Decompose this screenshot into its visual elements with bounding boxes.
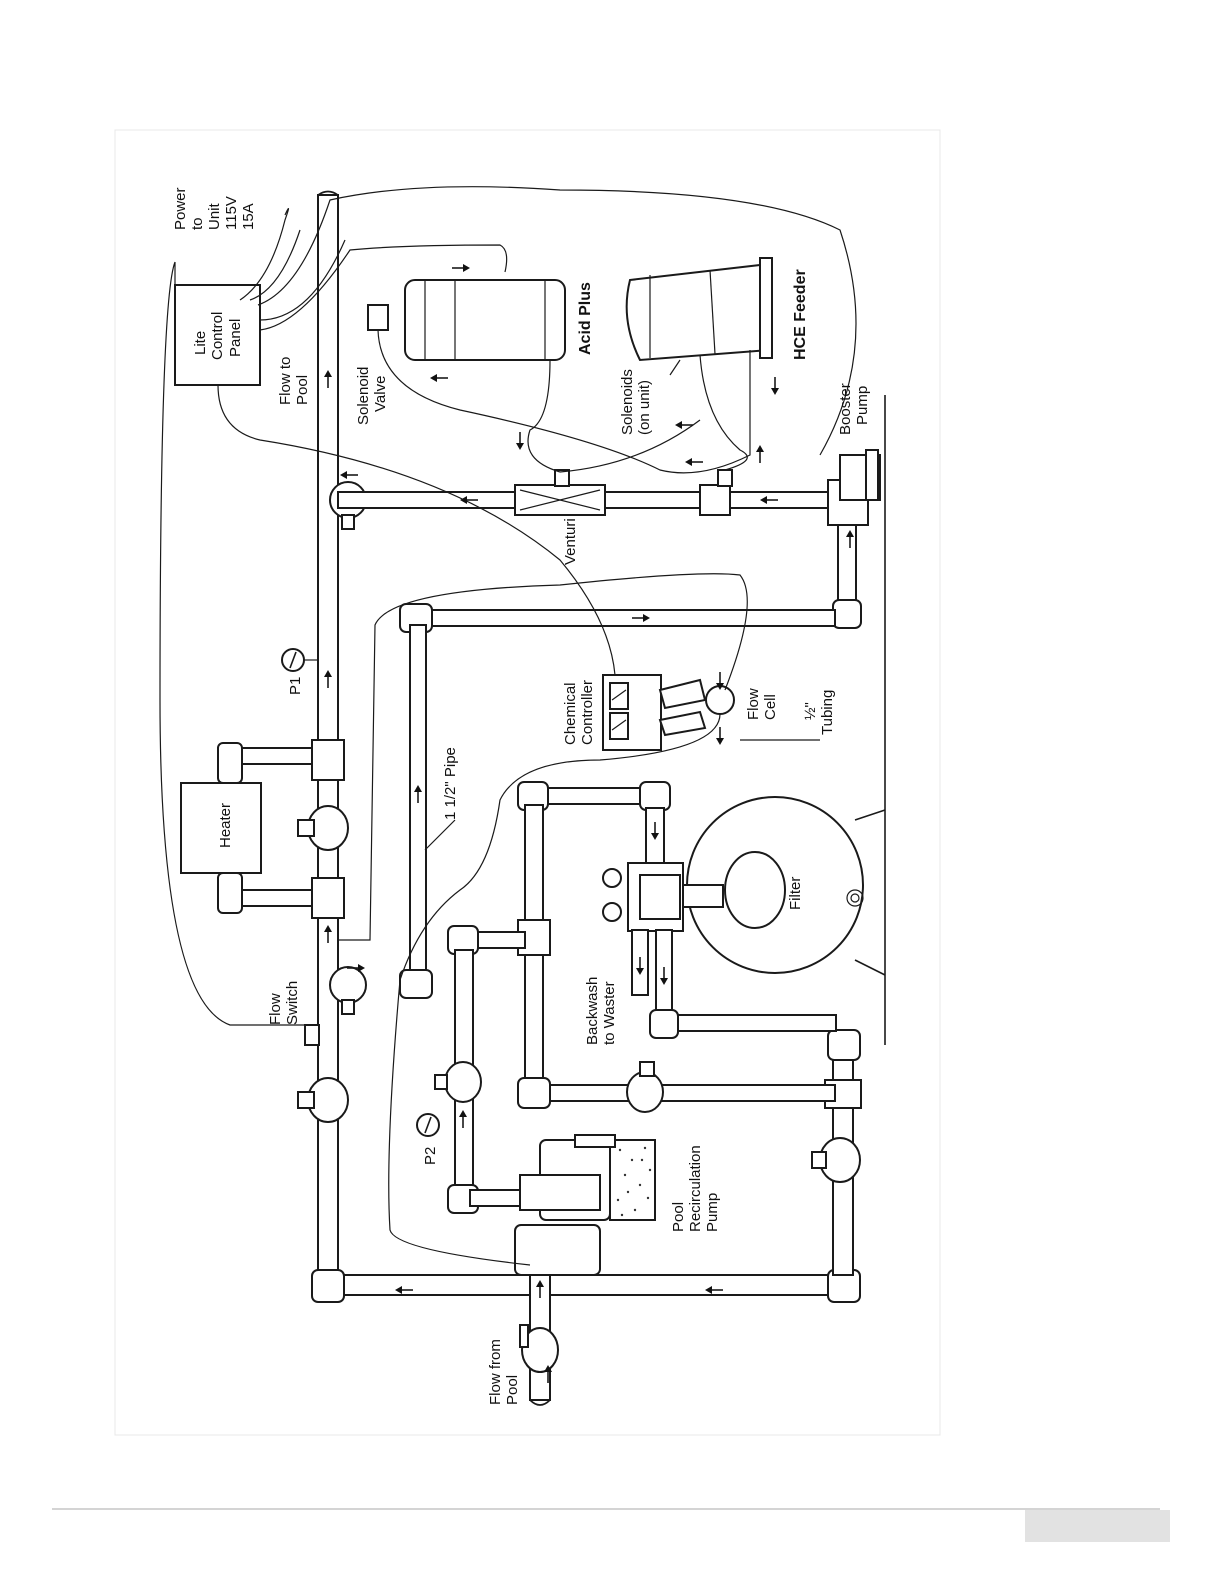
footer-page-tab [1025,1510,1170,1542]
elbow-bottom-left [312,1270,344,1302]
label-p1: P1 [287,677,304,695]
label-booster-pump-1: Pump [854,386,871,425]
label-control-panel-1: Control [209,312,226,360]
label-pool-pump-2: Pump [704,1193,721,1232]
label-pool-pump-0: Pool [670,1202,687,1232]
label-flow-cell-1: Cell [762,694,779,720]
bottom-pipe [318,1275,853,1295]
label-flow-to-pool-1: Pool [294,375,311,405]
label-flow-cell-0: Flow [745,688,762,720]
pressure-gauge-p2 [417,1114,439,1136]
label-flow-from-pool-0: Flow from [487,1339,504,1405]
label-solenoid-valve-0: Solenoid [355,367,372,425]
label-solenoids-0: Solenoids [619,369,636,435]
label-booster-pump-0: Booster [837,383,854,435]
label-acid-plus: Acid Plus [577,282,594,355]
footer-rule [52,1508,1160,1510]
label-power-3: 115V [223,196,240,230]
label-p2: P2 [422,1147,439,1165]
label-heater: Heater [217,803,234,848]
chemical-controller [603,675,661,750]
label-hce-feeder: HCE Feeder [792,269,809,360]
label-tubing-0: ½" [802,702,819,720]
label-tubing-1: Tubing [819,690,836,735]
label-pipe: 1 1/2" Pipe [442,747,459,820]
control-panel: Lite Control Panel [175,285,260,385]
label-backwash-0: Backwash [584,977,601,1045]
label-control-panel-2: Panel [227,319,244,357]
acid-plus-tank [405,280,565,360]
label-power-1: to [189,217,206,230]
label-power-0: Power [172,187,189,230]
heater: Heater [181,783,261,873]
label-flow-switch-1: Switch [284,981,301,1025]
label-filter: Filter [787,877,804,910]
label-backwash-1: to Waster [601,981,618,1045]
label-venturi: Venturi [562,518,579,565]
label-power-4: 15A [240,203,257,230]
label-pool-pump-1: Recirculation [687,1145,704,1232]
label-power-2: Unit [206,202,223,230]
label-flow-from-pool-1: Pool [504,1375,521,1405]
label-chemical-controller-0: Chemical [562,682,579,745]
solenoid-valve [368,305,388,330]
label-chemical-controller-1: Controller [579,680,596,745]
label-solenoids-1: (on unit) [636,380,653,435]
label-flow-switch-0: Flow [267,993,284,1025]
label-solenoid-valve-1: Valve [372,376,389,412]
label-flow-to-pool-0: Flow to [277,357,294,405]
label-control-panel-0: Lite [192,331,209,355]
